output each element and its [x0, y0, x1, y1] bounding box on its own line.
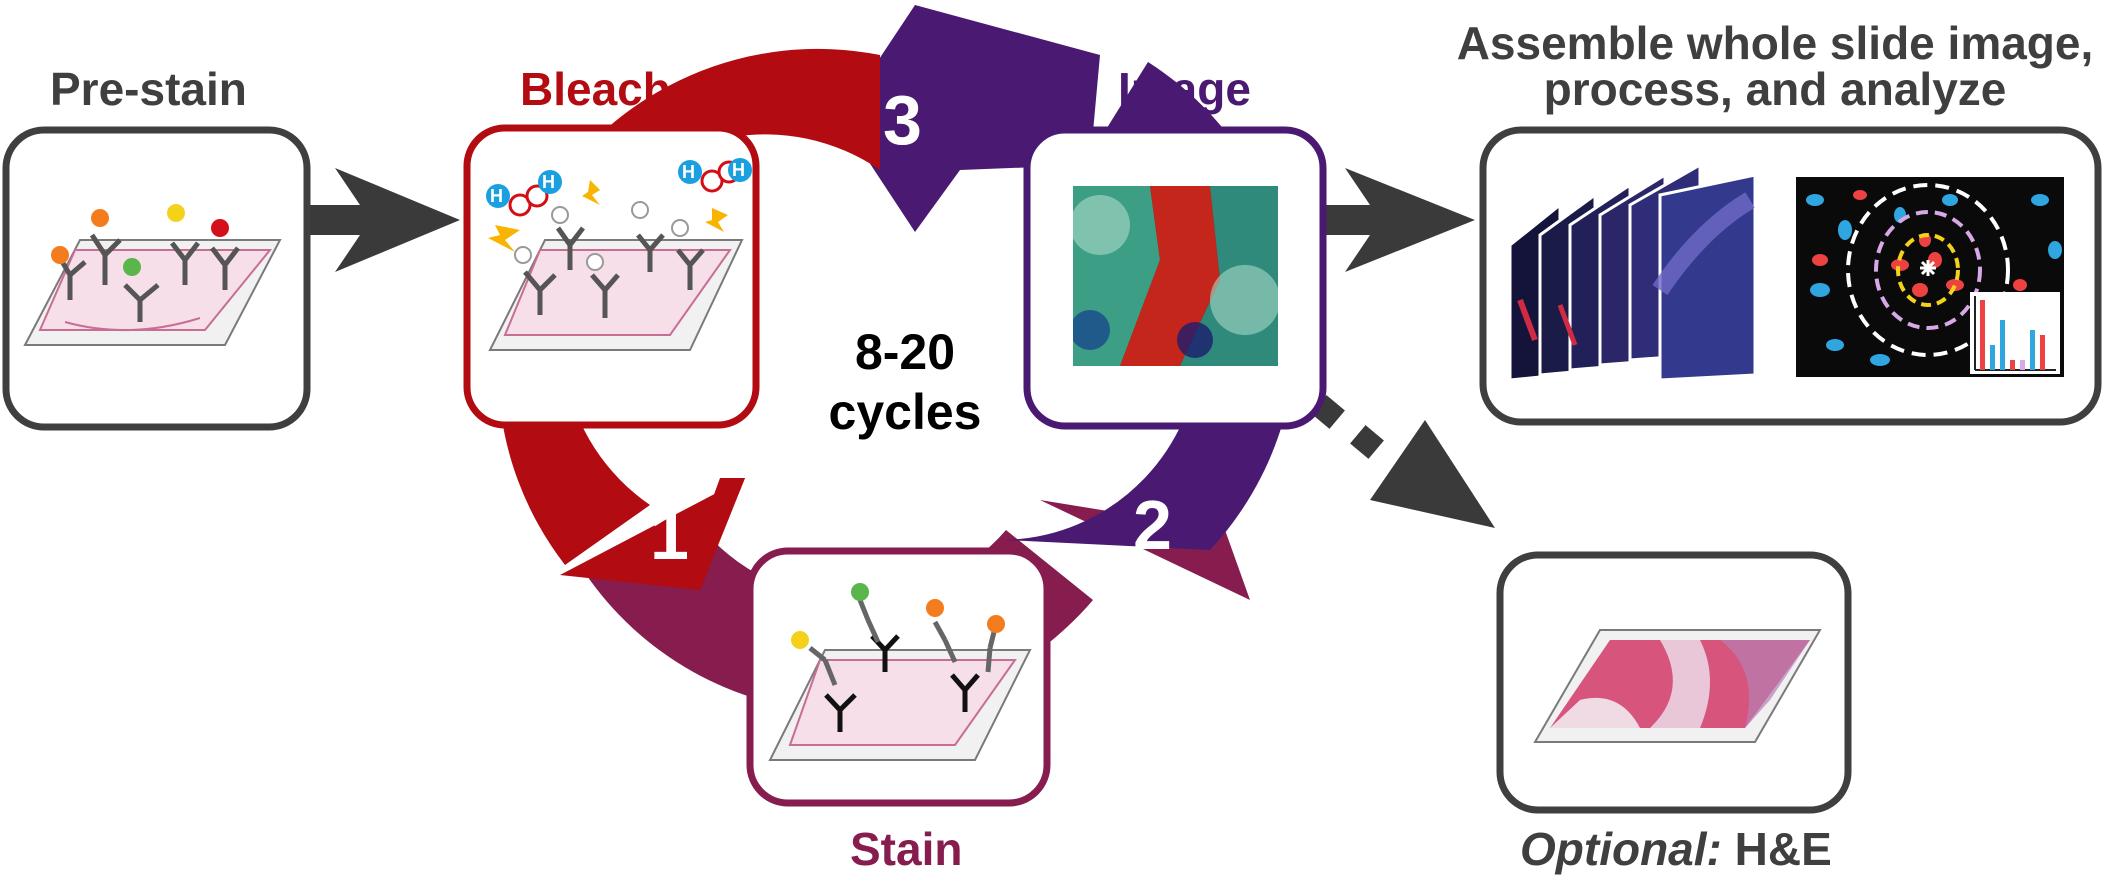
stain-panel [746, 547, 1051, 807]
multiplex-micrograph [1073, 186, 1278, 366]
image-label: Image [1118, 63, 1251, 115]
step-1-number: 1 [650, 496, 689, 574]
tissue-slide-icon [1533, 629, 1822, 743]
image-panel [1023, 126, 1327, 430]
antibody-icon [824, 634, 980, 732]
optional-he-panel [1496, 551, 1852, 814]
bleach-panel [463, 124, 760, 429]
flow-arrows [310, 168, 1495, 528]
cycles-range: 8-20 [854, 324, 956, 380]
step-2-number: 2 [1133, 486, 1172, 564]
antibody-icon [523, 226, 705, 318]
fluorophore-icon [51, 204, 229, 276]
prestain-to-bleach-arrow [310, 168, 460, 272]
cell-analysis-image [1796, 177, 2064, 377]
image-to-optional-dashed-arrow [1311, 395, 1495, 528]
prestain-label: Pre-stain [50, 63, 247, 115]
tissue-slide-icon [768, 649, 1032, 761]
stacked-slide-images [1508, 162, 1757, 382]
lightning-icon [488, 180, 728, 252]
step-3-number: 3 [883, 81, 922, 159]
optional-prefix: Optional: [1520, 823, 1722, 875]
fluorophore-icon [514, 201, 689, 271]
molecule-h-1: H [490, 186, 503, 206]
optional-he-label: Optional: H&E [1520, 826, 1832, 872]
optional-suffix: H&E [1721, 823, 1832, 875]
molecule-h-3: H [682, 162, 695, 182]
assemble-panel [1479, 126, 2102, 426]
cycles-label: 8-20 cycles [790, 322, 1020, 442]
bar-chart-icon [1970, 292, 2060, 374]
stain-label: Stain [850, 823, 963, 875]
tissue-slide-icon [488, 239, 744, 351]
fluorophore-icon [791, 583, 1005, 649]
cycles-word: cycles [828, 384, 982, 440]
hydrogen-peroxide-icon [486, 158, 752, 217]
antibody-icon [57, 233, 240, 322]
assemble-title-line1: Assemble whole slide image, [1456, 17, 2094, 69]
antibody-icon [808, 599, 998, 686]
image-to-assemble-arrow [1320, 168, 1475, 272]
assemble-title: Assemble whole slide image, process, and… [1430, 20, 2120, 112]
step-3-arrowhead [840, 5, 1100, 232]
molecule-h-2: H [542, 172, 555, 192]
bleach-label: Bleach [520, 63, 671, 115]
prestain-panel [2, 126, 311, 431]
assemble-title-line2: process, and analyze [1543, 63, 2007, 115]
molecule-h-4: H [732, 160, 745, 180]
